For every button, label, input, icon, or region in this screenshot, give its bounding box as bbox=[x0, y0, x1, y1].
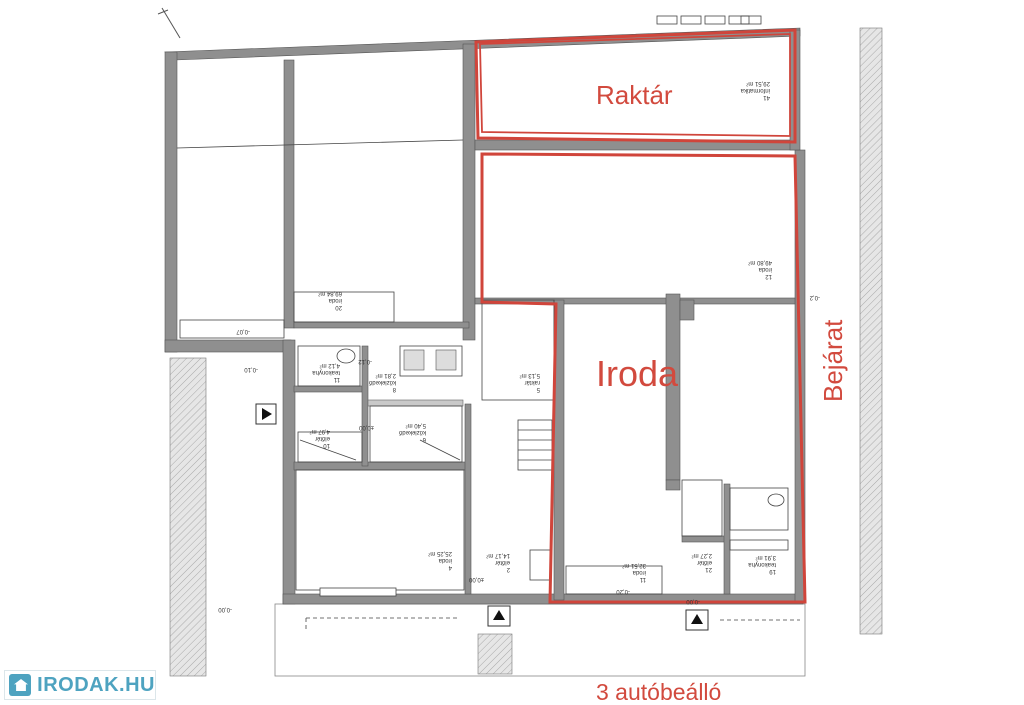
front-yard bbox=[274, 603, 806, 677]
raktar-label: Raktár bbox=[596, 80, 673, 110]
bejarat-label: Bejárat bbox=[818, 319, 848, 402]
left-terrain-strip bbox=[169, 357, 207, 677]
site-logo[interactable]: IRODAK.HU bbox=[4, 670, 156, 700]
room-label: 5raktár5,13 m² bbox=[520, 372, 540, 392]
level-marker: -0,00 bbox=[218, 606, 232, 612]
logo-text: IRODAK.HU bbox=[37, 673, 155, 696]
level-marker: -0,20 bbox=[616, 588, 630, 594]
level-marker: ±0,00 bbox=[468, 576, 484, 582]
parking-label: 3 autóbeálló bbox=[596, 679, 721, 705]
room-label: 6közlekedő5,40 m² bbox=[398, 422, 426, 442]
level-marker: ±0,00 bbox=[358, 424, 374, 430]
room-label: 11teakonyha4,12 m² bbox=[312, 362, 340, 382]
level-marker: -0,00 bbox=[686, 598, 700, 604]
room-label: 8közlekedő2,81 m² bbox=[368, 372, 396, 392]
north-arrow-icon bbox=[157, 7, 181, 39]
room-label: 10előtér4,97 m² bbox=[310, 428, 330, 448]
room-annotations: 41informatika29,51 m² 12iroda49,80 m² 20ir… bbox=[218, 80, 820, 612]
house-icon bbox=[9, 674, 32, 696]
entrance-marker-icon bbox=[255, 403, 709, 631]
front-steps bbox=[477, 633, 513, 675]
room-label: 41informatika29,51 m² bbox=[740, 80, 770, 100]
level-marker: -0,07 bbox=[236, 328, 250, 334]
right-terrain-strip bbox=[859, 27, 883, 635]
level-marker: -0,10 bbox=[244, 366, 258, 372]
room-label: 20iroda69,84 m² bbox=[318, 290, 342, 310]
room-label: 19teakonyha3,91 m² bbox=[748, 554, 776, 574]
level-marker: -0,2 bbox=[809, 294, 820, 300]
roof-vents bbox=[656, 15, 762, 25]
room-label: 12iroda49,80 m² bbox=[748, 259, 772, 279]
room-label: 4iroda25,25 m² bbox=[428, 550, 452, 570]
level-marker: -0,12 bbox=[358, 358, 372, 364]
building-walls bbox=[164, 27, 806, 605]
highlight-outlines bbox=[474, 28, 807, 604]
room-label: 2előtér14,17 m² bbox=[486, 552, 510, 572]
iroda-label: Iroda bbox=[596, 353, 679, 394]
room-label: 21előtér2,27 m² bbox=[692, 552, 712, 572]
room-label: 11iroda32,51 m² bbox=[622, 562, 646, 582]
